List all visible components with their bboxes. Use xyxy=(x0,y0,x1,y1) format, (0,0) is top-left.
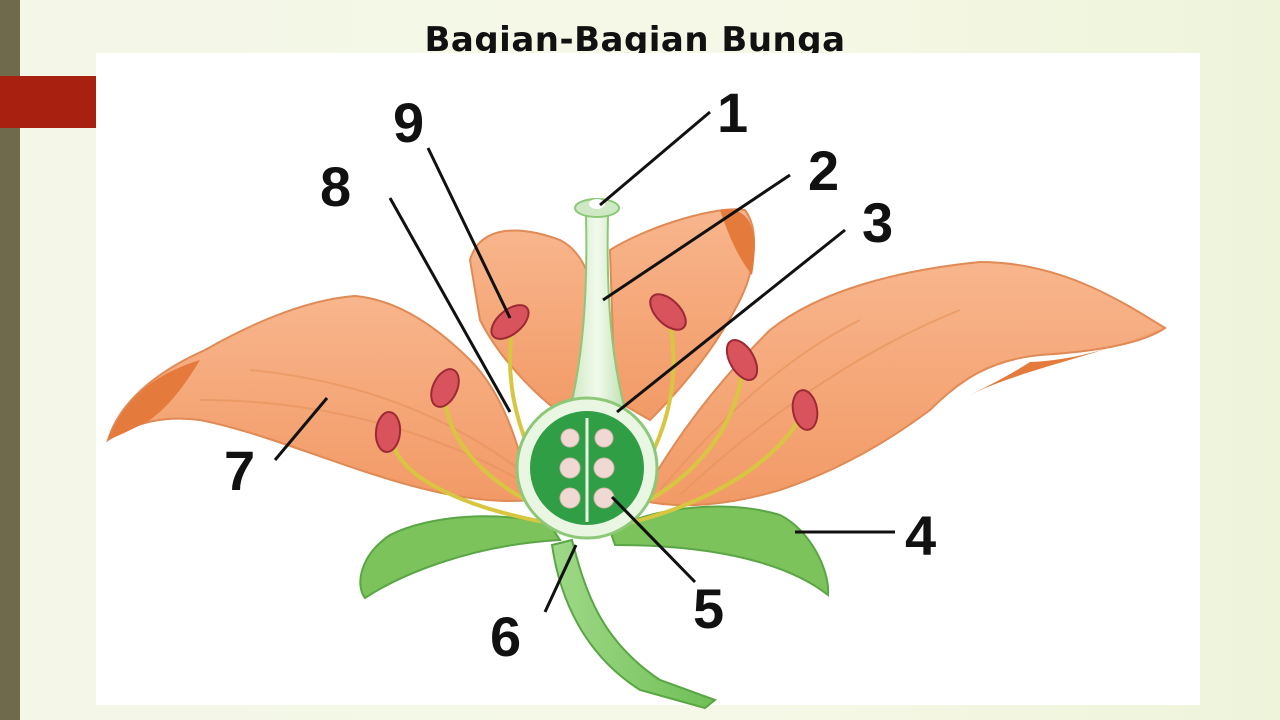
ovules xyxy=(559,428,615,509)
label-6: 6 xyxy=(490,605,521,668)
label-7: 7 xyxy=(224,439,255,502)
label-8: 8 xyxy=(320,155,351,218)
petal-back-fold xyxy=(720,209,755,275)
anther-6 xyxy=(791,389,819,431)
anthers xyxy=(374,293,819,453)
sepal-right xyxy=(608,505,830,597)
petal-right xyxy=(638,260,1167,507)
stem xyxy=(550,538,718,710)
petal-left xyxy=(106,294,532,502)
label-5: 5 xyxy=(693,577,724,640)
red-accent-block xyxy=(0,76,96,128)
leader-lines xyxy=(273,110,895,613)
label-3: 3 xyxy=(862,191,893,254)
label-4: 4 xyxy=(905,504,936,567)
anther-2 xyxy=(430,368,460,408)
petal-veins xyxy=(199,309,961,496)
left-decorative-bar xyxy=(0,0,20,720)
anther-3 xyxy=(374,411,402,453)
sepal-left xyxy=(359,515,562,600)
label-9: 9 xyxy=(393,91,424,154)
anther-1 xyxy=(490,304,530,340)
label-2: 2 xyxy=(808,139,839,202)
anther-5 xyxy=(725,339,759,381)
label-1: 1 xyxy=(717,81,748,144)
anther-4 xyxy=(649,293,687,331)
stigma-tip xyxy=(589,199,605,209)
petal-left-curl xyxy=(108,360,200,440)
